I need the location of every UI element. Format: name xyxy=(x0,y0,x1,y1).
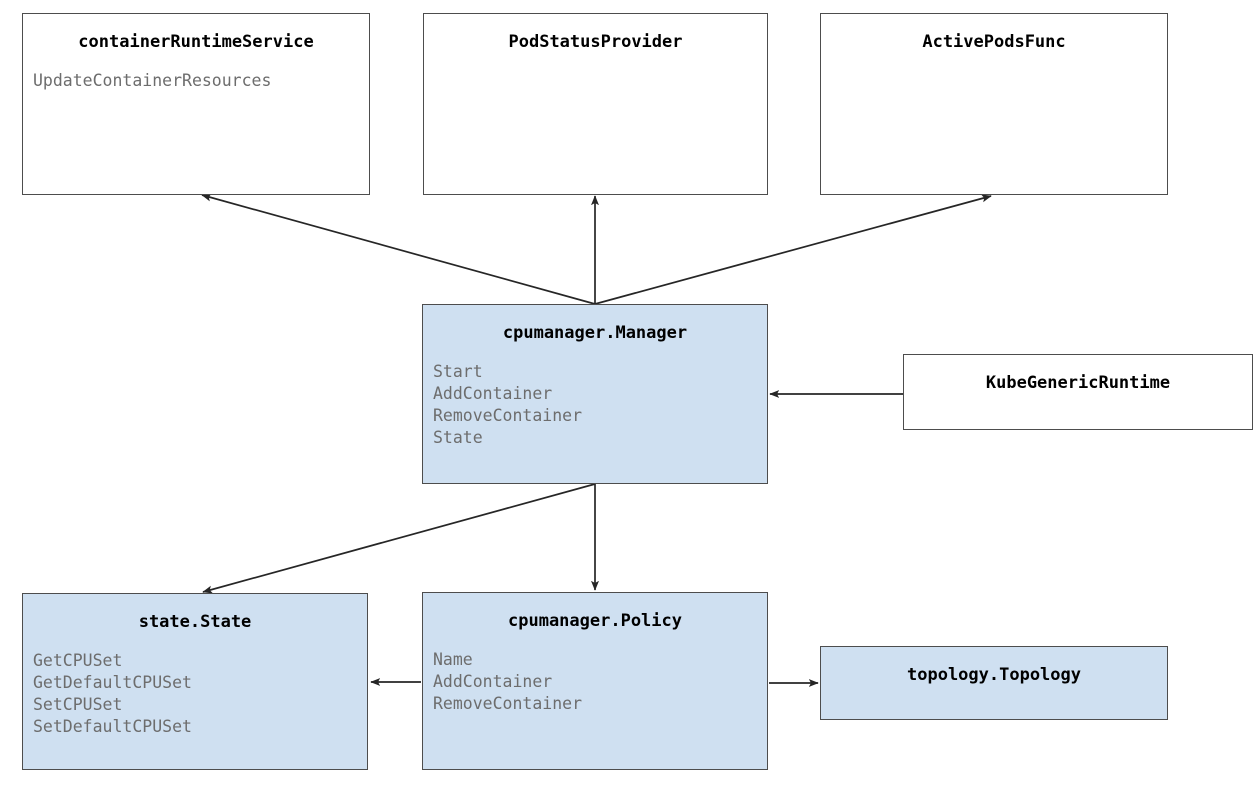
node-title-stateState: state.State xyxy=(138,612,252,632)
node-title-containerRuntimeService: containerRuntimeService xyxy=(78,32,314,52)
node-method: Name xyxy=(433,650,473,669)
node-title-activePodsFunc: ActivePodsFunc xyxy=(922,32,1066,52)
node-method: AddContainer xyxy=(433,384,553,403)
node-topologyTopology[interactable]: topology.Topology xyxy=(820,646,1168,720)
node-method: GetCPUSet xyxy=(33,651,123,670)
node-method: SetCPUSet xyxy=(33,695,123,714)
node-method-list-containerRuntimeService: UpdateContainerResources xyxy=(33,70,369,92)
node-title-cpumanagerPolicy: cpumanager.Policy xyxy=(508,611,682,631)
node-method: RemoveContainer xyxy=(433,694,583,713)
node-activePodsFunc[interactable]: ActivePodsFunc xyxy=(820,13,1168,195)
node-containerRuntimeService[interactable]: containerRuntimeService UpdateContainerR… xyxy=(22,13,370,195)
node-title-podStatusProvider: PodStatusProvider xyxy=(508,32,683,52)
node-kubeGenericRuntime[interactable]: KubeGenericRuntime xyxy=(903,354,1253,430)
node-method: Start xyxy=(433,362,483,381)
node-method: AddContainer xyxy=(433,672,553,691)
edge-manager-to-containerRuntimeService xyxy=(201,193,596,305)
node-title-kubeGenericRuntime: KubeGenericRuntime xyxy=(985,373,1171,393)
node-method: SetDefaultCPUSet xyxy=(33,717,192,736)
node-method: UpdateContainerResources xyxy=(33,71,272,90)
node-method: State xyxy=(433,428,483,447)
node-title-cpumanagerManager: cpumanager.Manager xyxy=(502,323,688,343)
node-method: RemoveContainer xyxy=(433,406,583,425)
edge-manager-to-activePodsFunc xyxy=(594,194,992,305)
node-method: GetDefaultCPUSet xyxy=(33,673,192,692)
edge-manager-to-stateState xyxy=(202,483,596,594)
node-title-topologyTopology: topology.Topology xyxy=(907,665,1081,685)
node-podStatusProvider[interactable]: PodStatusProvider xyxy=(423,13,768,195)
